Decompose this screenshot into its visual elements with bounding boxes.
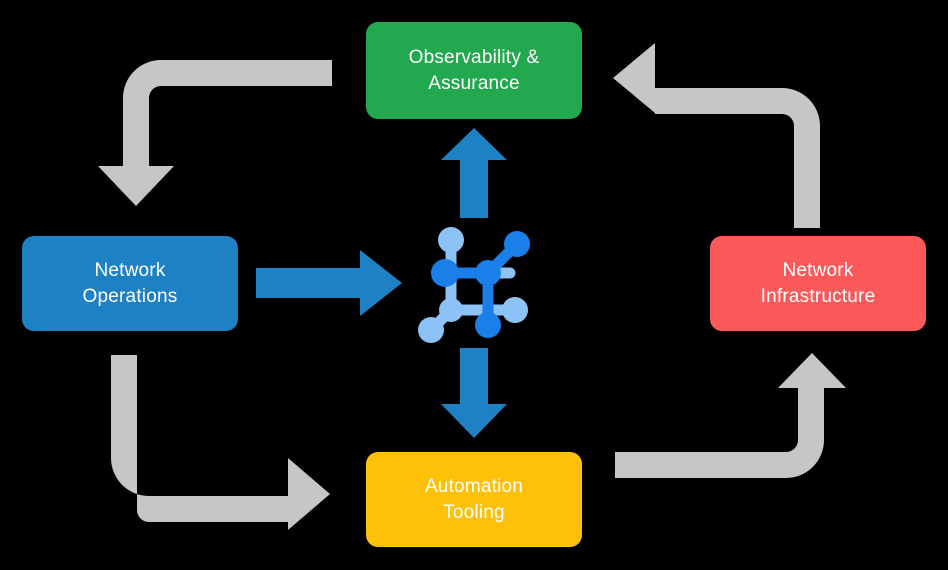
cycle-arrow-netinfra-to-observability: [613, 43, 820, 228]
hub-arrow-hub-to-automation: [441, 348, 507, 438]
node-label-observability-line2: Assurance: [428, 72, 520, 94]
node-label-automation-tooling-line1: Automation: [424, 476, 524, 498]
node-box-automation-tooling[interactable]: Automation Tooling: [366, 452, 582, 547]
node-label-observability-line1: Observability &: [408, 47, 540, 69]
node-box-network-infrastructure[interactable]: Network Infrastructure: [710, 236, 926, 331]
cycle-arrow-observability-to-netops: [98, 60, 332, 206]
node-box-observability[interactable]: Observability & Assurance: [366, 22, 582, 119]
node-label-network-infrastructure-line1: Network: [782, 260, 854, 282]
cycle-arrow-netops-to-automation: [111, 355, 330, 530]
node-label-automation-tooling-line2: Tooling: [443, 501, 505, 523]
node-box-network-operations[interactable]: Network Operations: [22, 236, 238, 331]
network-icon-light-nodes: [418, 227, 528, 343]
network-nodes-icon: [418, 227, 530, 343]
cycle-arrow-automation-to-netinfra: [615, 353, 846, 478]
hub-arrow-netops-to-hub: [256, 250, 402, 316]
node-label-network-operations-line2: Operations: [82, 285, 178, 307]
node-label-network-operations-line1: Network: [94, 260, 166, 282]
hub-arrow-hub-to-observability: [441, 128, 507, 218]
node-label-network-infrastructure-line2: Infrastructure: [760, 285, 876, 307]
network-icon-dark-nodes: [431, 231, 530, 338]
